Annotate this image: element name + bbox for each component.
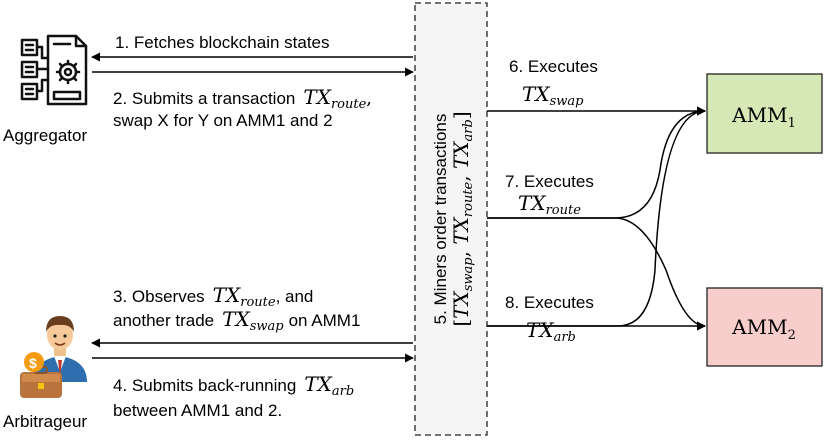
miners-label: 5. Miners order transactions [TXswap, TX… (431, 111, 476, 326)
arrow-exec-route-amm1 (487, 106, 706, 219)
arbitrageur-label: Arbitrageur (3, 412, 87, 431)
step7-label: 7. Executes (505, 172, 594, 191)
arrow-exec-route-amm2 (487, 217, 706, 331)
amm1-box (706, 73, 823, 154)
step6-label: 6. Executes (509, 57, 598, 76)
step2-detail: swap X for Y on AMM1 and 2 (113, 111, 333, 130)
amm1-label: AMM1 (731, 103, 796, 131)
miners-title: 5. Miners order transactions (431, 114, 450, 325)
amm2-label: AMM2 (731, 315, 796, 343)
step1-label: 1. Fetches blockchain states (115, 33, 330, 52)
aggregator-label: Aggregator (3, 126, 87, 145)
step2-label: 2. Submits a transaction TXroute, (113, 85, 372, 112)
svg-text:$: $ (29, 355, 37, 371)
step7-tx: TXroute (518, 191, 581, 218)
step8-label: 8. Executes (505, 293, 594, 312)
step6-tx: TXswap (522, 82, 584, 109)
amm2-box (706, 287, 823, 367)
step4-detail: between AMM1 and 2. (113, 401, 282, 420)
arbitrageur-icon: $ (20, 316, 87, 398)
arrow-exec-arb-amm1 (487, 106, 706, 327)
step8-tx: TXarb (526, 318, 576, 345)
miners-box (414, 2, 488, 436)
aggregator-icon (20, 34, 88, 106)
miners-tx-list: [TXswap, TXroute, TXarb] (449, 111, 476, 326)
step4-label: 4. Submits back-running TXarb (113, 372, 354, 399)
step3-label: 3. Observes TXroute, and (113, 283, 313, 310)
